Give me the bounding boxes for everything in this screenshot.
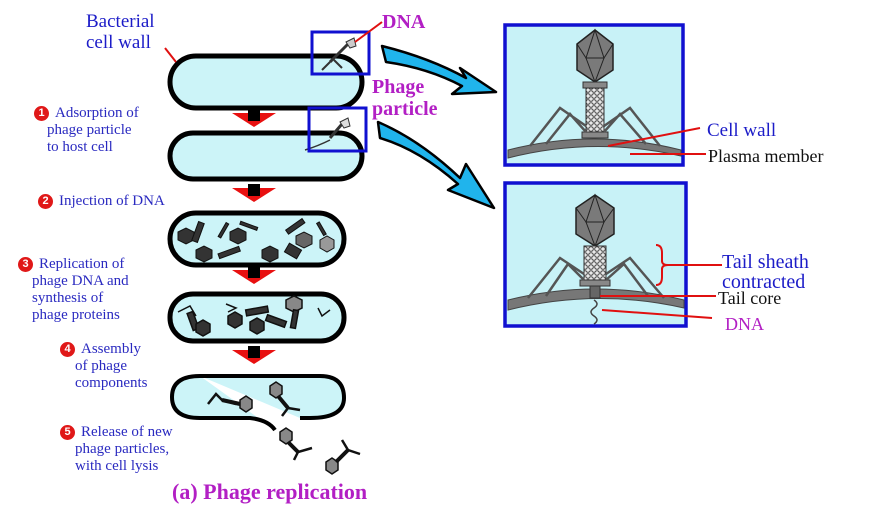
figure-title: (a) Phage replication <box>172 479 368 504</box>
step-number-badge: 1 <box>34 106 49 121</box>
injection-detail-panel <box>503 181 722 328</box>
adsorption-detail-panel <box>503 23 706 167</box>
down-arrow-2 <box>232 184 276 202</box>
bacterial-cell-1 <box>167 53 365 111</box>
down-arrow-3 <box>232 266 276 284</box>
step-number-badge: 2 <box>38 194 53 209</box>
cell-wall-label: Cell wall <box>707 120 777 141</box>
phage-injecting-icon <box>304 117 351 151</box>
zoom-box-2 <box>307 106 368 153</box>
curved-arrow-to-injection-panel <box>376 120 496 210</box>
bacterial-cell-5-lysing <box>169 374 347 432</box>
step-number-badge: 3 <box>18 257 33 272</box>
curved-arrow-to-adsorption-panel <box>380 44 498 96</box>
assembled-phages <box>207 381 361 475</box>
plasma-member-label: Plasma member <box>708 146 824 166</box>
down-arrow-4 <box>232 346 276 364</box>
phage-components-scattered <box>177 217 335 263</box>
bacterial-cell-wall-label: Bacterial cell wall <box>86 11 155 53</box>
zoom-box-1 <box>310 30 371 76</box>
phage-attached-icon <box>321 37 357 71</box>
dna-top-leader <box>354 21 383 43</box>
step-number-badge: 5 <box>60 425 75 440</box>
down-arrow-1 <box>232 109 276 127</box>
bacterial-cell-2 <box>167 130 365 182</box>
phage-particle-label: Phage particle <box>372 76 438 120</box>
step-number-badge: 4 <box>60 342 75 357</box>
cell-wall-leader <box>164 47 177 63</box>
dna-top-label: DNA <box>382 11 426 33</box>
phage-components-partial <box>177 295 331 337</box>
dna-bottom-label: DNA <box>725 314 764 334</box>
tail-core-label: Tail core <box>718 288 782 308</box>
tail-sheath-contracted-label: Tail sheath contracted <box>722 251 809 293</box>
